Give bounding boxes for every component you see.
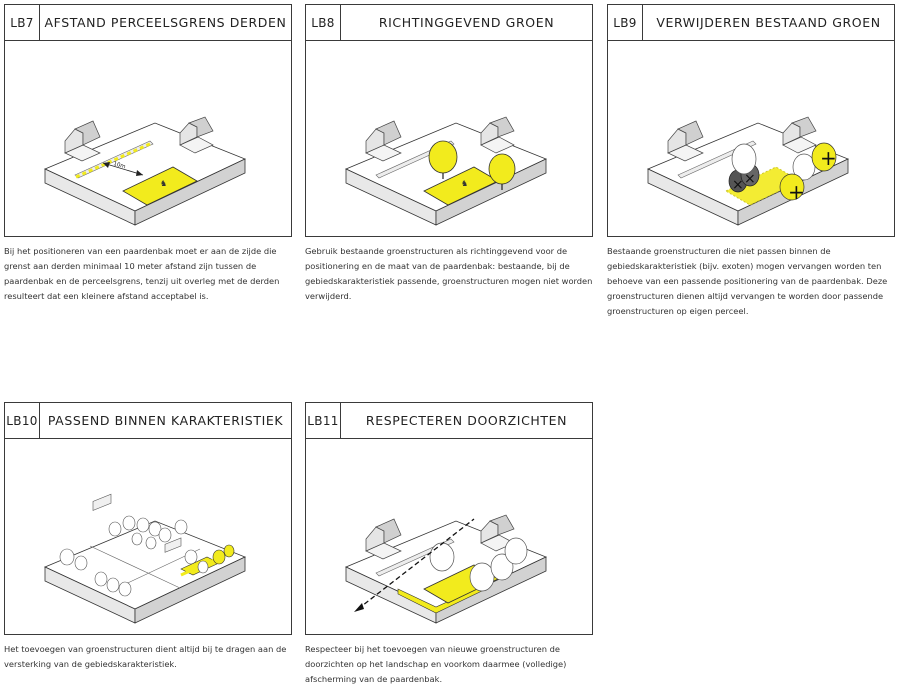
card-header: LB8 RICHTINGGEVEND GROEN (306, 5, 592, 41)
card-code: LB9 (608, 5, 643, 40)
description-lb8: Gebruik bestaande groenstructuren als ri… (305, 246, 593, 301)
svg-text:×: × (744, 171, 756, 187)
svg-text:+: + (788, 180, 805, 204)
illustration-lb8: ♞ (306, 41, 592, 236)
description-lb9: Bestaande groenstructuren die niet passe… (607, 246, 888, 316)
card-title: RESPECTEREN DOORZICHTEN (365, 413, 568, 428)
description-lb11: Respecteer bij het toevoegen van nieuwe … (305, 644, 567, 684)
card-title: PASSEND BINNEN KARAKTERISTIEK (47, 413, 284, 428)
illustration-lb11 (306, 439, 592, 634)
card-lb7: LB7 AFSTAND PERCEELSGRENS DERDEN ♞ (4, 4, 292, 237)
card-lb8: LB8 RICHTINGGEVEND GROEN ♞ (305, 4, 593, 237)
card-lb10: LB10 PASSEND BINNEN KARAKTERISTIEK (4, 402, 292, 635)
distance-label: 10m (113, 161, 127, 170)
card-title: RICHTINGGEVEND GROEN (378, 15, 555, 30)
illustration-lb9: + + × × (608, 41, 894, 236)
card-code: LB11 (306, 403, 341, 438)
description-lb10: Het toevoegen van groenstructuren dient … (4, 644, 287, 669)
card-header: LB9 VERWIJDEREN BESTAAND GROEN (608, 5, 894, 41)
card-lb9: LB9 VERWIJDEREN BESTAAND GROEN (607, 4, 895, 237)
card-code: LB8 (306, 5, 341, 40)
illustration-lb10 (5, 439, 291, 634)
description-lb7: Bij het positioneren van een paardenbak … (4, 246, 280, 301)
svg-text:♞: ♞ (160, 179, 167, 188)
card-code: LB10 (5, 403, 40, 438)
card-title: AFSTAND PERCEELSGRENS DERDEN (44, 15, 287, 30)
svg-text:+: + (820, 146, 837, 170)
card-lb11: LB11 RESPECTEREN DOORZICHTEN (305, 402, 593, 635)
svg-text:♞: ♞ (461, 179, 468, 188)
svg-text:×: × (732, 177, 744, 193)
card-header: LB11 RESPECTEREN DOORZICHTEN (306, 403, 592, 439)
illustration-lb7: ♞ 10m (5, 41, 291, 236)
card-title: VERWIJDEREN BESTAAND GROEN (656, 15, 881, 30)
card-code: LB7 (5, 5, 40, 40)
card-header: LB7 AFSTAND PERCEELSGRENS DERDEN (5, 5, 291, 41)
card-header: LB10 PASSEND BINNEN KARAKTERISTIEK (5, 403, 291, 439)
arena-shape (122, 166, 198, 206)
